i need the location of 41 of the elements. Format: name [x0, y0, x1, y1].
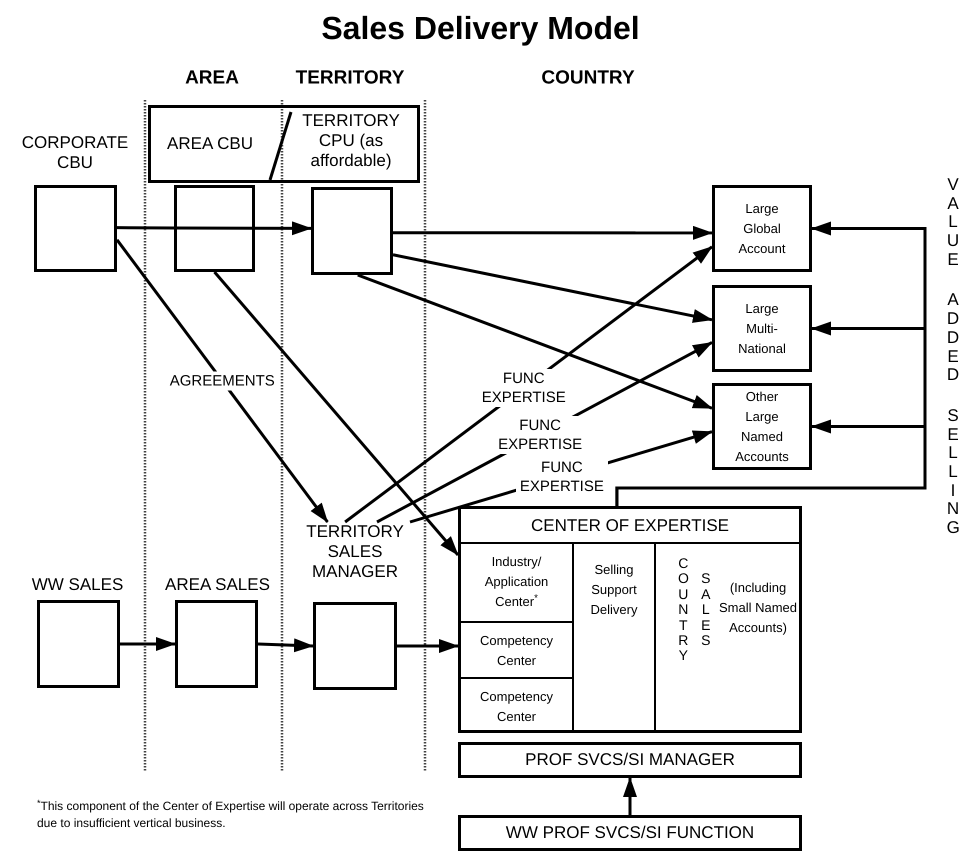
account-box: PROF SVCS/SI MANAGER	[458, 742, 802, 778]
vertical-label: VALUE ADDED SELLING	[946, 176, 960, 538]
center-cell: Selling Support Delivery	[574, 544, 656, 732]
column-heading: AREA	[185, 70, 239, 86]
arrow	[357, 274, 713, 410]
vertical-text: COUNTRY SALES	[678, 556, 711, 664]
center-box	[458, 506, 802, 733]
cell-text: (Including Small Named Accounts)	[718, 579, 798, 637]
arrow	[393, 226, 713, 240]
center-cell: Competency Center	[461, 679, 574, 732]
arrow	[258, 638, 314, 652]
arrow	[120, 637, 176, 651]
column-heading: COUNTRY	[541, 70, 635, 86]
footnote: $^{*}$This component of the Center of Expertise will operate across Territories due to insufficient vertical business.	[37, 798, 425, 832]
empty-box	[311, 187, 393, 275]
title: Sales Delivery Model	[321, 9, 640, 48]
arrow	[615, 420, 926, 506]
account-box: Large Multi-National	[712, 285, 812, 372]
box-heading: WW SALES	[30, 575, 124, 595]
center-cell: Industry/ Application Center$^{*}$	[461, 544, 574, 623]
arrow	[213, 271, 460, 556]
box-heading: AREA SALES	[164, 575, 271, 595]
arrow	[623, 777, 637, 815]
account-box: WW PROF SVCS/SI FUNCTION	[458, 815, 802, 851]
account-box: Large Global Account	[712, 185, 812, 272]
center-cell: Competency Center	[461, 623, 574, 679]
connector-line	[116, 226, 174, 230]
box-label: AREA CBU	[166, 134, 254, 154]
column-heading: TERRITORY	[296, 70, 404, 86]
account-box: Other Large Named Accounts	[712, 383, 812, 470]
empty-box	[174, 185, 255, 272]
arrow	[397, 639, 459, 654]
banner-box	[148, 105, 420, 183]
arrow	[116, 238, 329, 523]
box-header: CENTER OF EXPERTISE	[461, 509, 799, 544]
box-heading: CORPORATE CBU	[20, 133, 130, 173]
arrow	[174, 221, 312, 236]
box-label: TERRITORY CPU (as affordable)	[301, 111, 401, 171]
box-heading: TERRITORY SALES MANAGER	[305, 522, 405, 582]
edge-label: AGREEMENTS	[170, 371, 275, 390]
arrow	[392, 253, 713, 323]
